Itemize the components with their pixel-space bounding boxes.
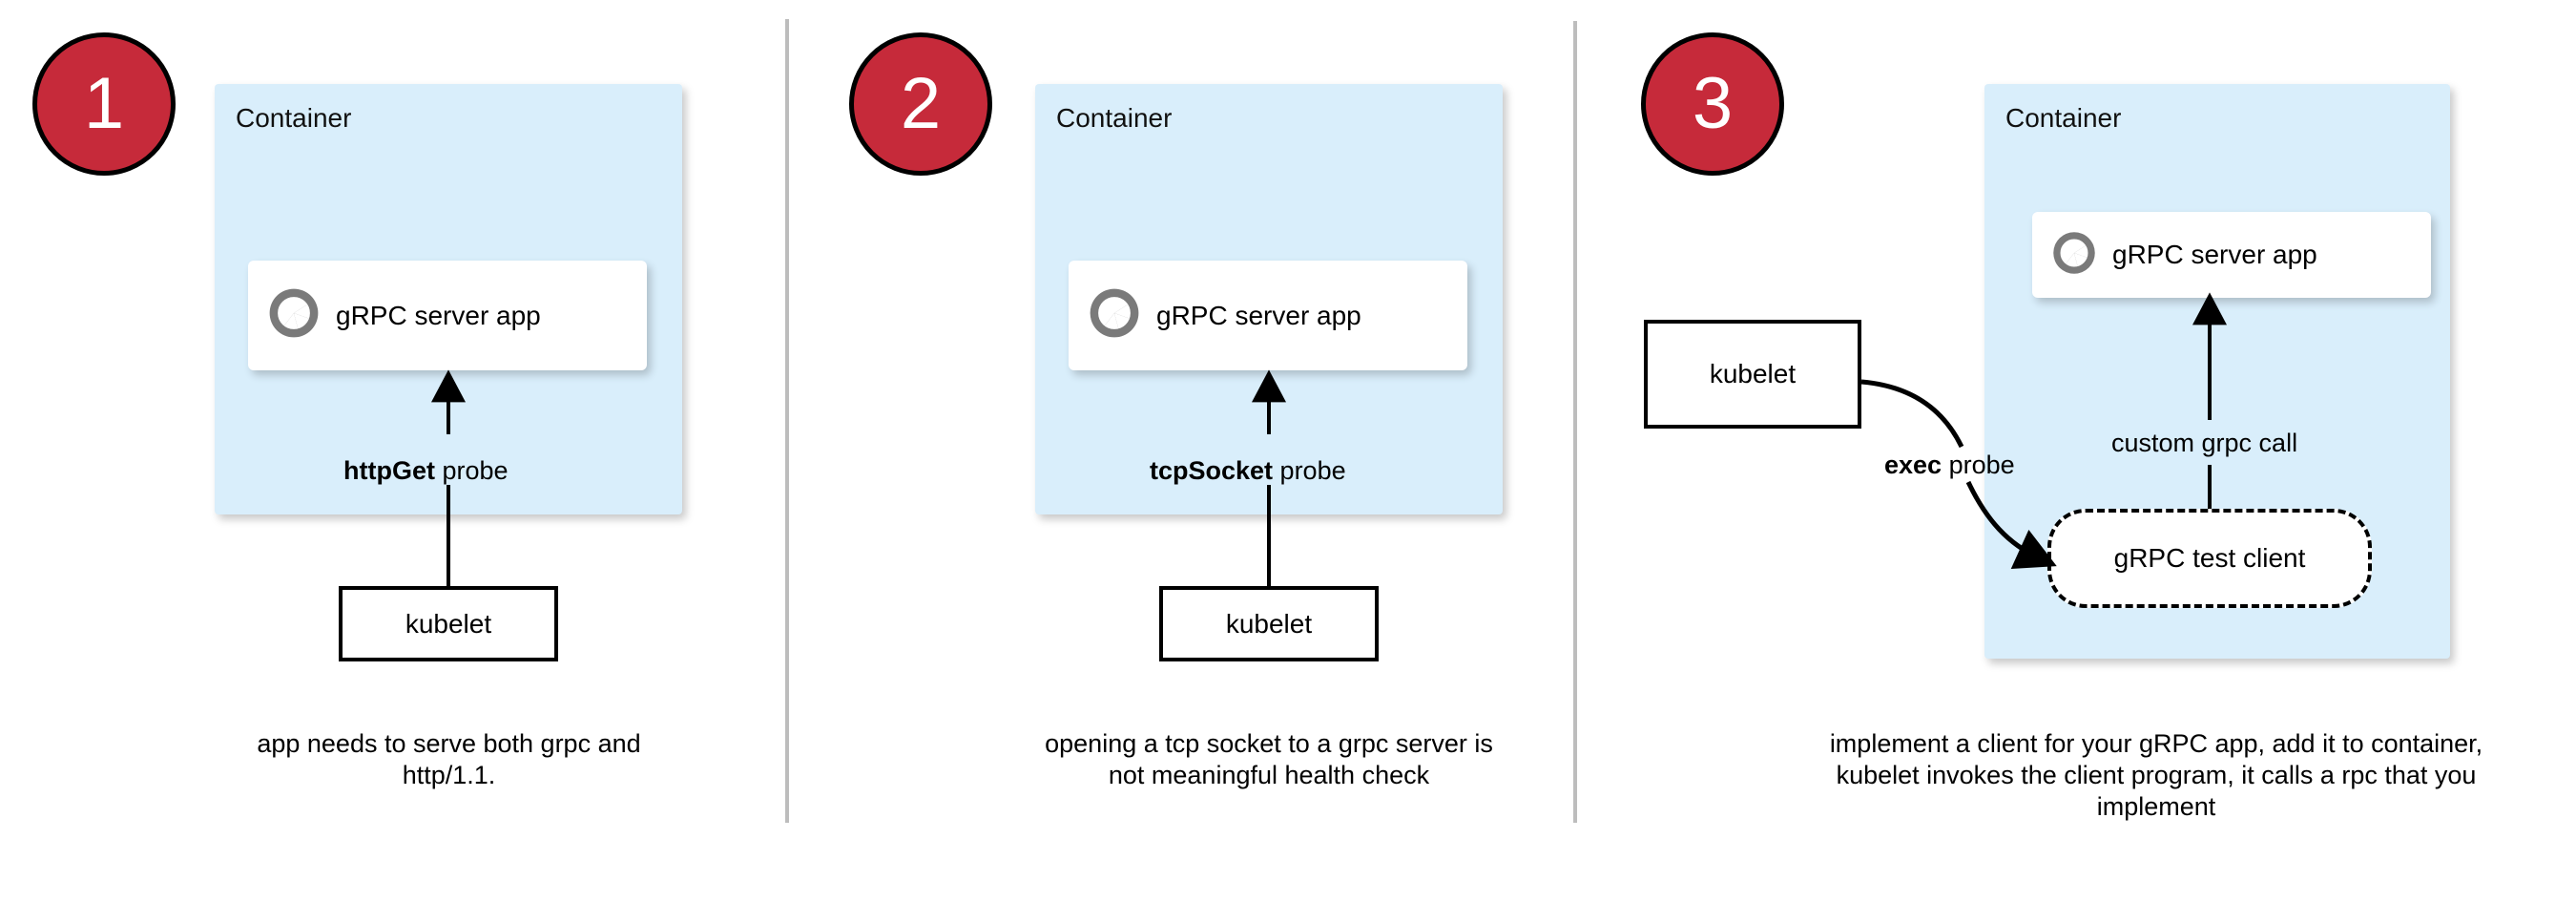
probe-name-2: tcpSocket (1150, 456, 1274, 485)
panel-caption-3: implement a client for your gRPC app, ad… (1829, 729, 2483, 821)
aperture-icon (2051, 230, 2097, 281)
kubelet-box-2: kubelet (1159, 586, 1379, 661)
aperture-icon (267, 286, 321, 345)
kubelet-label-2: kubelet (1225, 608, 1313, 639)
container-label-3: Container (2005, 103, 2122, 133)
custom-grpc-call-label: custom grpc call (2111, 429, 2298, 457)
container-label-1: Container (236, 103, 352, 133)
step-badge-2: 2 (849, 32, 992, 176)
kubelet-label-1: kubelet (405, 608, 492, 639)
tcpsocket-probe-label: tcpSocket probe (1150, 456, 1346, 486)
container-label-2: Container (1056, 103, 1173, 133)
panel-divider-2 (1573, 21, 1577, 823)
step-badge-1: 1 (32, 32, 176, 176)
kubelet-label-3: kubelet (1709, 359, 1797, 388)
httpget-probe-label: httpGet probe (343, 456, 509, 486)
grpc-server-app-card-2: gRPC server app (1069, 261, 1467, 370)
panel-caption-1: app needs to serve both grpc and http/1.… (257, 729, 641, 789)
probe-suffix-3: probe (1942, 451, 2015, 479)
step-badge-2-number: 2 (900, 63, 942, 144)
panel-caption-2: opening a tcp socket to a grpc server is… (1045, 729, 1493, 789)
grpc-test-client-label: gRPC test client (2113, 543, 2306, 573)
probe-name-3: exec (1884, 451, 1942, 479)
step-badge-3-number: 3 (1692, 63, 1734, 144)
step-badge-1-number: 1 (83, 63, 125, 144)
probe-suffix-1: probe (434, 456, 509, 485)
grpc-test-client-pill: gRPC test client (2047, 509, 2372, 608)
aperture-icon (1088, 286, 1141, 345)
grpc-server-app-label-3: gRPC server app (2112, 240, 2317, 269)
kubelet-box-1: kubelet (339, 586, 558, 661)
probe-suffix-2: probe (1273, 456, 1346, 485)
grpc-server-app-card-3: gRPC server app (2032, 212, 2431, 298)
panel-divider-1 (785, 19, 789, 823)
exec-probe-label: exec probe (1884, 451, 2015, 480)
grpc-server-app-card-1: gRPC server app (248, 261, 647, 370)
step-badge-3: 3 (1641, 32, 1784, 176)
grpc-server-app-label-1: gRPC server app (336, 300, 541, 330)
kubelet-box-3: kubelet (1644, 320, 1861, 429)
grpc-server-app-label-2: gRPC server app (1156, 300, 1361, 330)
probe-name-1: httpGet (343, 456, 435, 485)
